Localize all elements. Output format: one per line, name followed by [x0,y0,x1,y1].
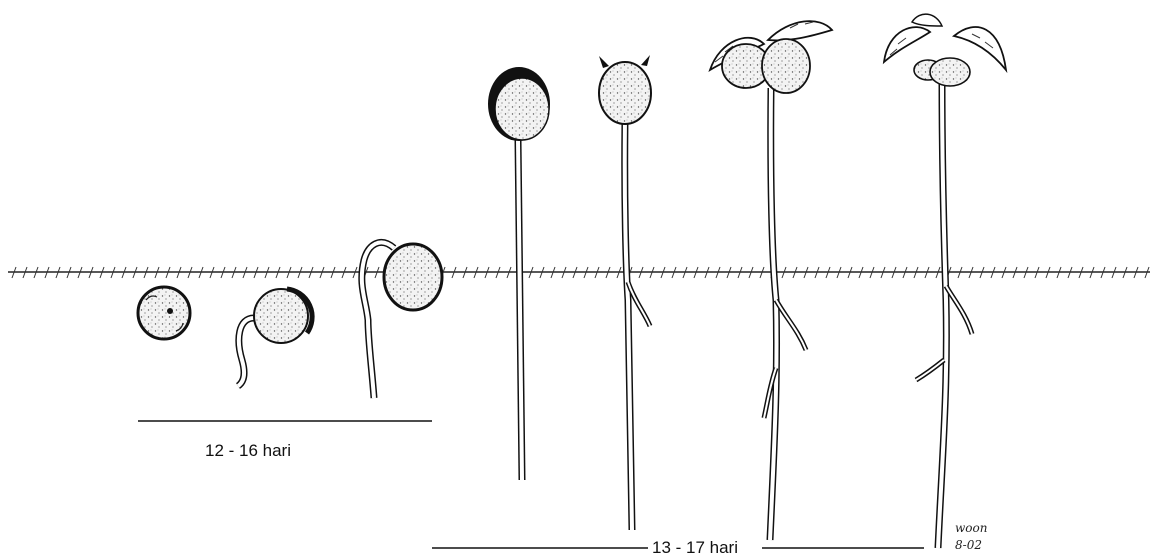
signature-date: 8-02 [955,537,987,554]
seedling-leaves-open-stage [884,14,1006,548]
hypocotyl-hook-stage [362,242,442,398]
seedling-coat-splitting-stage [599,55,651,530]
radicle-emerging-stage [238,289,312,386]
soil-line [8,267,1150,278]
stage2-duration-label: 13 - 17 hari [652,538,738,558]
seedling-first-leaves-stage [710,21,832,540]
signature-name: woon [955,520,987,537]
artist-signature: woon 8-02 [955,520,987,554]
stage1-duration-label: 12 - 16 hari [205,441,291,461]
seed-stage [138,287,190,339]
